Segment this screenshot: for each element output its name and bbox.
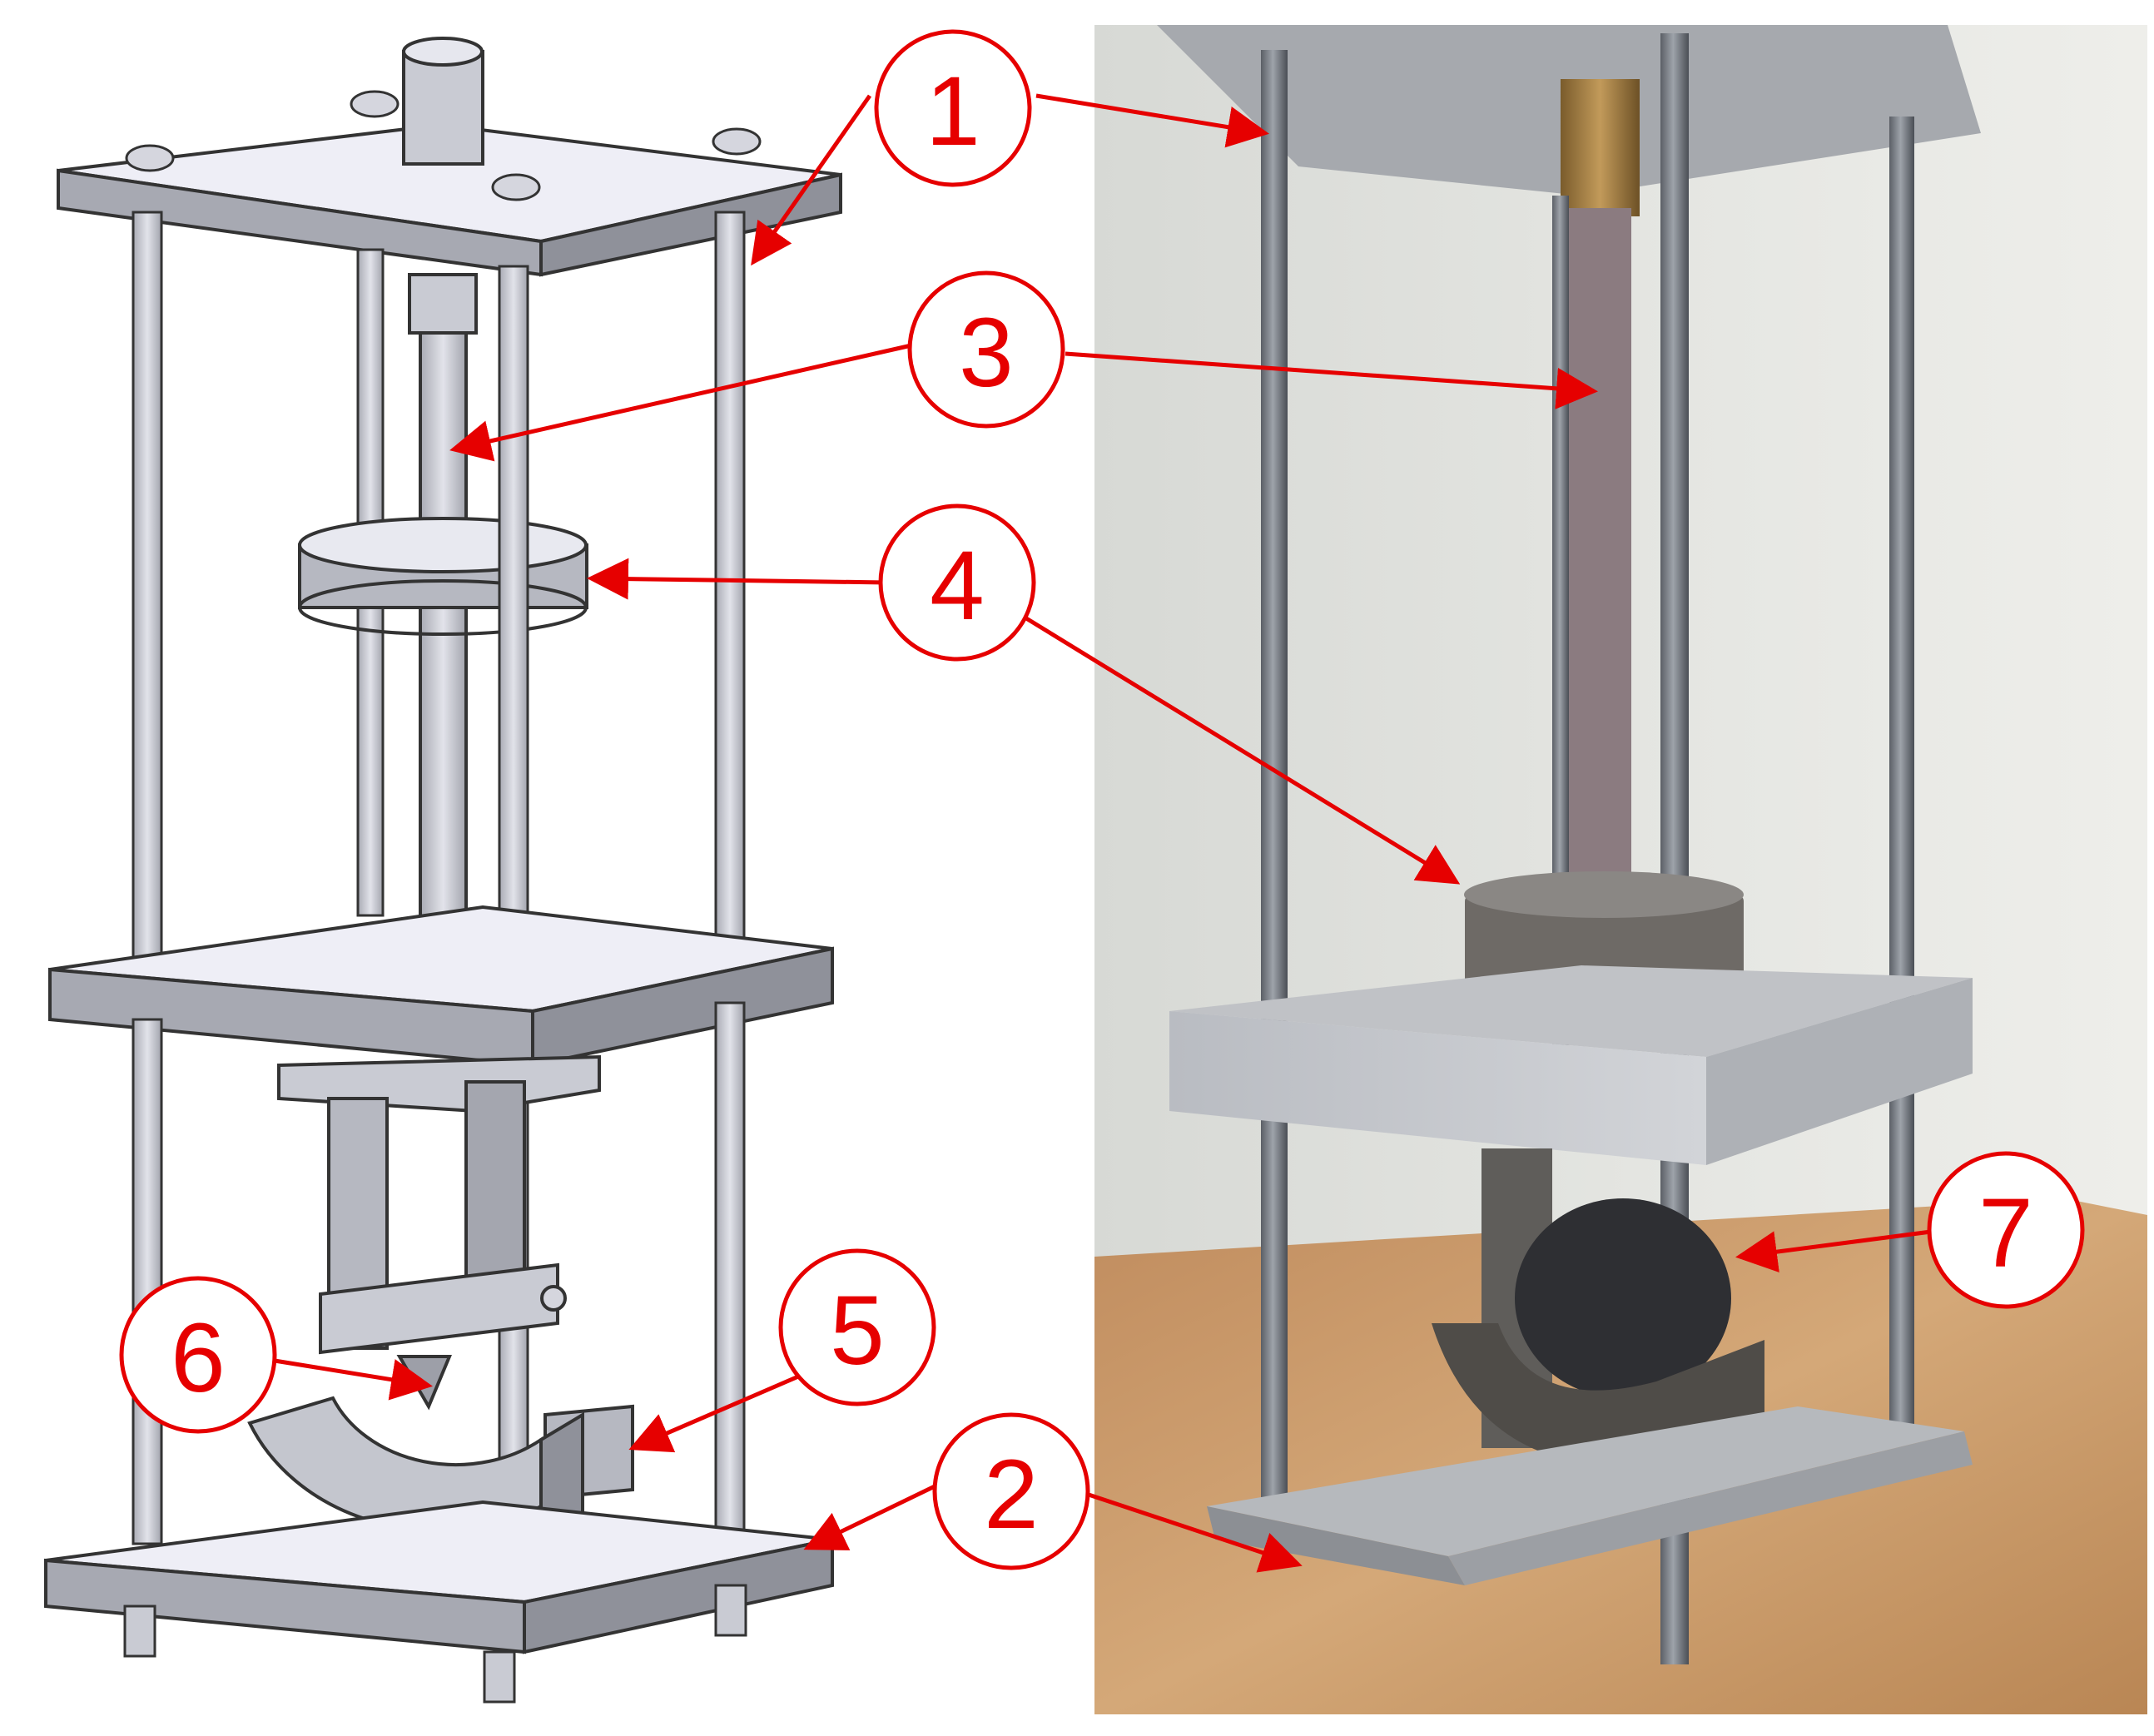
callout-2	[803, 1412, 1303, 1573]
photo-panel	[1094, 25, 2147, 1714]
callouts	[119, 29, 2085, 1573]
callout-label-3: 3	[959, 298, 1014, 408]
photo-fixture	[1432, 1148, 1764, 1466]
callout-6	[119, 1276, 433, 1434]
photo-middle-plate	[1169, 965, 1973, 1165]
cad-base-plate	[44, 1500, 834, 1654]
callout-labels: 1 2 3 4 5 6 7	[171, 57, 2033, 1550]
callout-label-5: 5	[830, 1276, 885, 1386]
callout-label-7: 7	[1978, 1178, 2033, 1288]
photo-rods	[1261, 33, 1914, 1664]
photo-base-plate	[1207, 1406, 1973, 1585]
callout-label-4: 4	[930, 531, 985, 641]
photo-brass-bushing	[1561, 79, 1640, 216]
callout-label-1: 1	[926, 57, 980, 166]
cad-impactor-holder	[277, 1054, 601, 1411]
callout-1	[751, 29, 1269, 266]
callout-3	[449, 270, 1598, 462]
callout-label-6: 6	[171, 1303, 226, 1413]
callout-label-2: 2	[984, 1440, 1039, 1550]
cad-drop-rod	[391, 273, 494, 954]
cad-top-bushing	[402, 37, 484, 166]
callout-5	[628, 1248, 936, 1453]
callout-7	[1735, 1151, 2085, 1309]
photo-drop-weight	[1464, 871, 1744, 990]
cad-top-plate	[57, 122, 842, 277]
callout-4	[587, 503, 1461, 885]
cad-top-nuts	[125, 90, 762, 201]
cad-model	[44, 37, 842, 1704]
cad-lower-rods	[132, 1001, 746, 1545]
cad-middle-plate	[48, 905, 834, 1068]
cad-bottom-bolts	[123, 1584, 747, 1704]
